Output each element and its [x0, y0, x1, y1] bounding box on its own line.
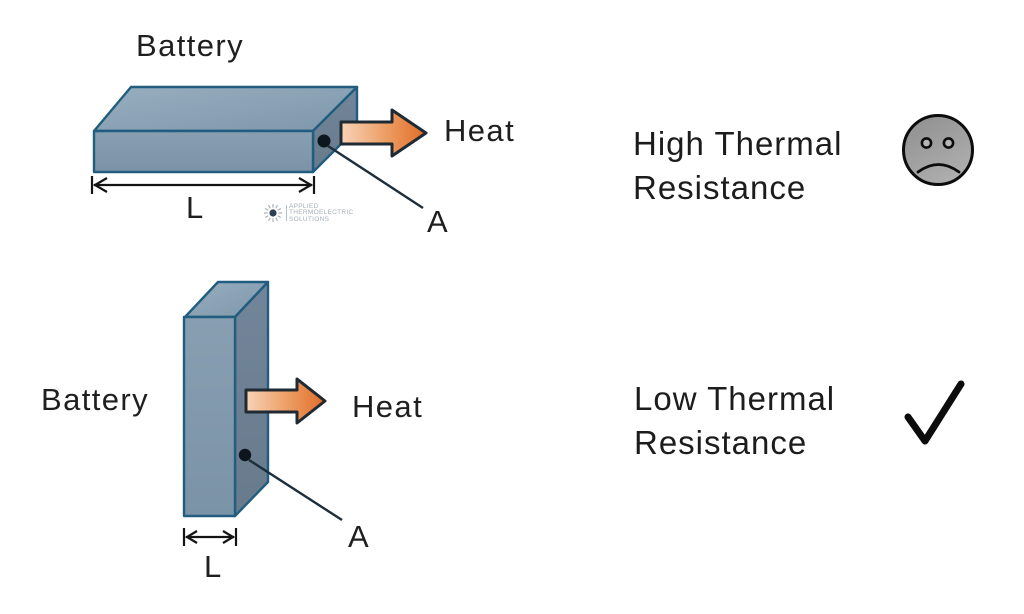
heat-label-bottom: Heat [352, 389, 424, 424]
sad-face-icon [902, 114, 974, 186]
area-dot [238, 448, 252, 462]
low-thermal-resistance-text: Low Thermal Resistance [634, 377, 835, 465]
area-leader-line [327, 144, 424, 210]
starburst-logo-icon [264, 204, 287, 222]
watermark-line2: THERMOELECTRIC [289, 209, 354, 217]
low-thermal-line1: Low Thermal [634, 380, 836, 417]
heat-arrow-icon [244, 377, 327, 425]
area-label-bottom: A [348, 519, 371, 554]
battery-flat-front-face [92, 129, 315, 174]
length-dimension [182, 528, 238, 546]
watermark: APPLIED THERMOELECTRIC SOLUTIONS [289, 203, 354, 223]
heat-arrow-icon [339, 108, 428, 158]
watermark-line1: APPLIED [289, 203, 319, 210]
checkmark-icon [904, 380, 965, 445]
battery-flat-top-face [92, 85, 359, 133]
watermark-line3: SOLUTIONS [289, 215, 330, 223]
high-thermal-resistance-text: High Thermal Resistance [633, 122, 842, 210]
battery-label-bottom: Battery [41, 382, 150, 417]
area-leader-line [248, 458, 343, 522]
length-label-top: L [186, 190, 205, 225]
area-dot [317, 134, 331, 148]
area-label-top: A [427, 204, 450, 239]
high-thermal-line2: Resistance [633, 169, 807, 206]
heat-label-top: Heat [444, 113, 516, 148]
battery-tall-front-face [182, 315, 237, 518]
battery-label-top: Battery [136, 28, 245, 63]
high-thermal-line1: High Thermal [633, 125, 843, 162]
length-label-bottom: L [204, 549, 223, 584]
low-thermal-line2: Resistance [634, 424, 808, 461]
length-dimension [90, 176, 316, 194]
battery-flat-3d [92, 85, 359, 174]
